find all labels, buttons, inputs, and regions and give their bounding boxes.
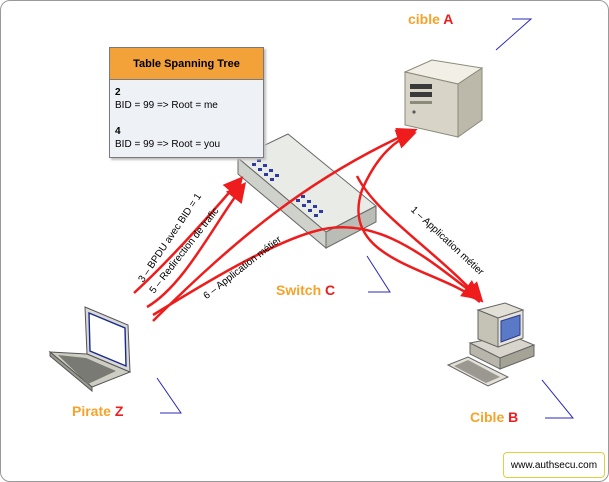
arrow-b-to-a [357, 129, 481, 303]
spanning-tree-title: Table Spanning Tree [110, 48, 263, 80]
label-pirate-z: Pirate Z [72, 403, 124, 419]
label-target-b: Cible B [470, 409, 519, 425]
arrow-switch-to-b [355, 175, 484, 303]
spanning-tree-table: Table Spanning Tree 2 BID = 99 => Root =… [109, 47, 264, 158]
accent-target-b [541, 379, 575, 419]
entry-1-text: BID = 99 => Root = me [115, 100, 218, 111]
entry-2-text: BID = 99 => Root = you [115, 139, 221, 150]
arrow-pirate-to-a [152, 128, 418, 322]
accent-switch [366, 255, 391, 293]
desktop-computer-icon[interactable] [446, 302, 536, 387]
entry-2-number: 4 [115, 126, 121, 137]
corner-accents [156, 18, 575, 419]
accent-pirate [156, 377, 182, 414]
source-credit: www.authsecu.com [503, 452, 605, 478]
label-switch-c: Switch C [276, 282, 336, 298]
arrow-application-z [152, 226, 483, 317]
accent-target-a [495, 18, 533, 51]
label-target-a: cible A [408, 11, 454, 27]
entry-1-number: 2 [115, 87, 121, 98]
server-icon[interactable] [403, 59, 484, 138]
arrow-redirection [146, 182, 247, 309]
laptop-icon[interactable] [48, 306, 132, 393]
traffic-arrows [133, 128, 484, 322]
